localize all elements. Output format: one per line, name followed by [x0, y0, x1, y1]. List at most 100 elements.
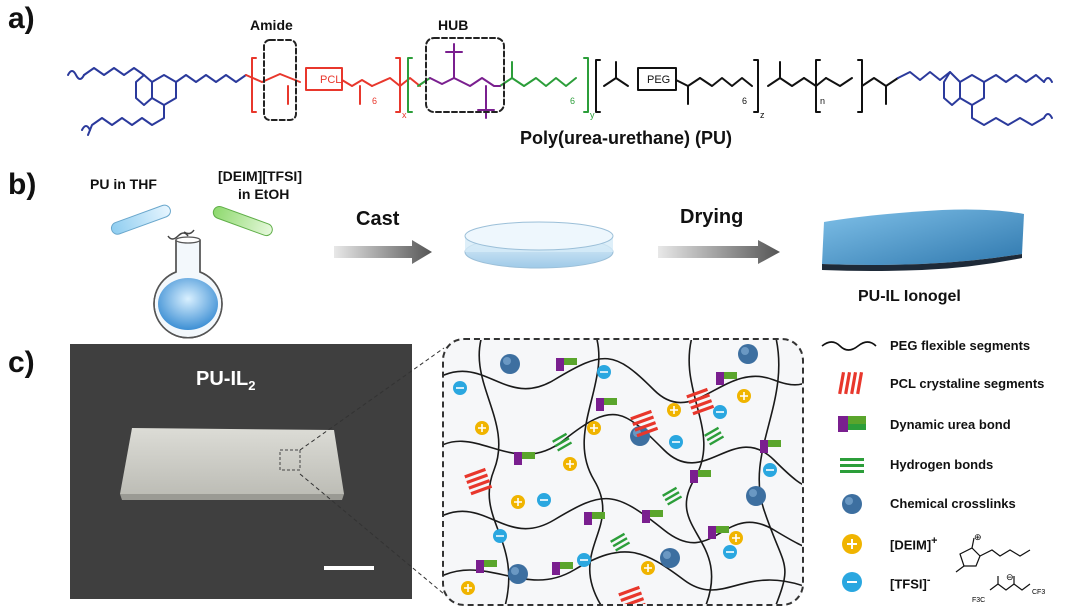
hbond-bar	[552, 432, 568, 443]
panel-c-letter: c)	[8, 346, 35, 379]
pcl-box-label: PCL	[320, 74, 341, 86]
ionogel-film	[822, 209, 1024, 271]
sub-x: x	[402, 110, 407, 120]
peg-chain	[444, 357, 802, 404]
green-bars-icon	[840, 458, 864, 473]
round-flask	[153, 236, 223, 339]
network-schematic	[442, 338, 804, 606]
pcl-bar	[620, 591, 643, 603]
right-isocyanurate	[897, 71, 1053, 126]
urea-purple	[584, 512, 592, 525]
sub-y: y	[590, 110, 595, 120]
tube2-label-line1: [DEIM][TFSI]	[218, 168, 302, 184]
pcl-bar	[636, 426, 659, 438]
peg-chain	[444, 551, 802, 591]
urea-green	[650, 510, 663, 517]
pcl-bar	[470, 484, 493, 496]
hub-tbutyl	[429, 43, 501, 119]
pcl-bar	[634, 421, 657, 432]
cation-plus-mark: ⊕	[974, 532, 982, 542]
test-tube-green	[212, 205, 273, 237]
ion-structures: ⊕ ⊖ F3C CF3	[955, 532, 1045, 604]
legend: PEG flexible segments PCL crystaline seg…	[818, 332, 1080, 612]
polymer-structure: PCL PEG 6 x 6 y 6 z n	[67, 37, 1053, 136]
blue-sphere-icon	[842, 494, 862, 514]
sub-6a: 6	[372, 96, 377, 106]
urea-purple	[552, 562, 560, 575]
drying-label: Drying	[680, 206, 744, 228]
pcl-bar	[632, 415, 655, 427]
zoom-box	[279, 449, 301, 471]
pcl-bar	[690, 399, 713, 410]
urea-green	[724, 372, 737, 379]
scale-bar	[324, 566, 374, 570]
urea-purple	[642, 510, 650, 523]
peg-chain	[583, 340, 604, 604]
peg-chain	[758, 340, 786, 604]
pcl-bar	[688, 393, 711, 405]
urea-purple	[596, 398, 604, 411]
cast-label: Cast	[356, 208, 400, 230]
hbond-bar	[615, 541, 631, 552]
photo-label: PU-IL2	[196, 368, 256, 393]
cation-plus	[670, 406, 678, 414]
test-tube-blue	[110, 204, 171, 235]
left-isocyanurate	[67, 67, 247, 136]
crosslink-sphere	[508, 564, 528, 584]
tube1-label: PU in THF	[90, 176, 157, 192]
cation-plus	[464, 584, 472, 592]
legend-item-5: [DEIM]+	[890, 535, 938, 553]
hbond-bar	[557, 441, 573, 452]
panel-a-letter: a)	[8, 2, 35, 35]
pcl-bar	[692, 404, 715, 416]
sample-photo: PU-IL2	[70, 344, 412, 599]
legend-item-0: PEG flexible segments	[890, 338, 1031, 353]
urea-green	[604, 398, 617, 405]
hbond-bar	[664, 491, 680, 502]
crosslink-highlight	[749, 489, 757, 497]
legend-item-1: PCL crystaline segments	[890, 376, 1045, 391]
wavy-line-icon	[821, 341, 877, 351]
peg-box-label: PEG	[647, 74, 670, 86]
petri-dish	[464, 221, 614, 269]
crosslink-highlight	[503, 357, 511, 365]
amide-label: Amide	[250, 17, 293, 33]
urea-green	[564, 358, 577, 365]
crosslink-sphere	[500, 354, 520, 374]
crosslink-highlight	[511, 567, 519, 575]
legend-item-4: Chemical crosslinks	[890, 496, 1016, 511]
peg-chain	[444, 497, 802, 547]
urea-green	[592, 512, 605, 519]
urea-bond-icon	[838, 416, 866, 432]
drying-arrow	[658, 240, 780, 264]
crosslink-sphere	[738, 344, 758, 364]
tube2-label-line2: in EtOH	[238, 186, 290, 202]
amide-dashed-box	[263, 39, 297, 121]
cation-plus	[590, 424, 598, 432]
pcl-bar	[618, 585, 641, 597]
urea-purple	[690, 470, 698, 483]
urea-green	[522, 452, 535, 459]
cation-plus	[644, 564, 652, 572]
urea-green	[560, 562, 573, 569]
hbond-bar	[706, 431, 722, 442]
hub-dashed-box	[425, 37, 505, 113]
cation-plus	[514, 498, 522, 506]
urea-green	[768, 440, 781, 447]
anion-minus-mark: ⊖	[1006, 572, 1014, 582]
ionogel-strip	[120, 428, 344, 494]
cation-plus	[740, 392, 748, 400]
pcl-bar	[622, 597, 645, 604]
urea-purple	[476, 560, 484, 573]
peg-segment	[595, 59, 899, 113]
urea-purple	[514, 452, 522, 465]
crosslink-highlight	[741, 347, 749, 355]
peg-chain	[478, 340, 510, 604]
yellow-plus-icon	[842, 534, 862, 554]
sub-6c: 6	[742, 96, 747, 106]
sub-6b: 6	[570, 96, 575, 106]
cast-arrow	[334, 240, 432, 264]
cation-plus	[732, 534, 740, 542]
peg-chain	[444, 413, 802, 485]
